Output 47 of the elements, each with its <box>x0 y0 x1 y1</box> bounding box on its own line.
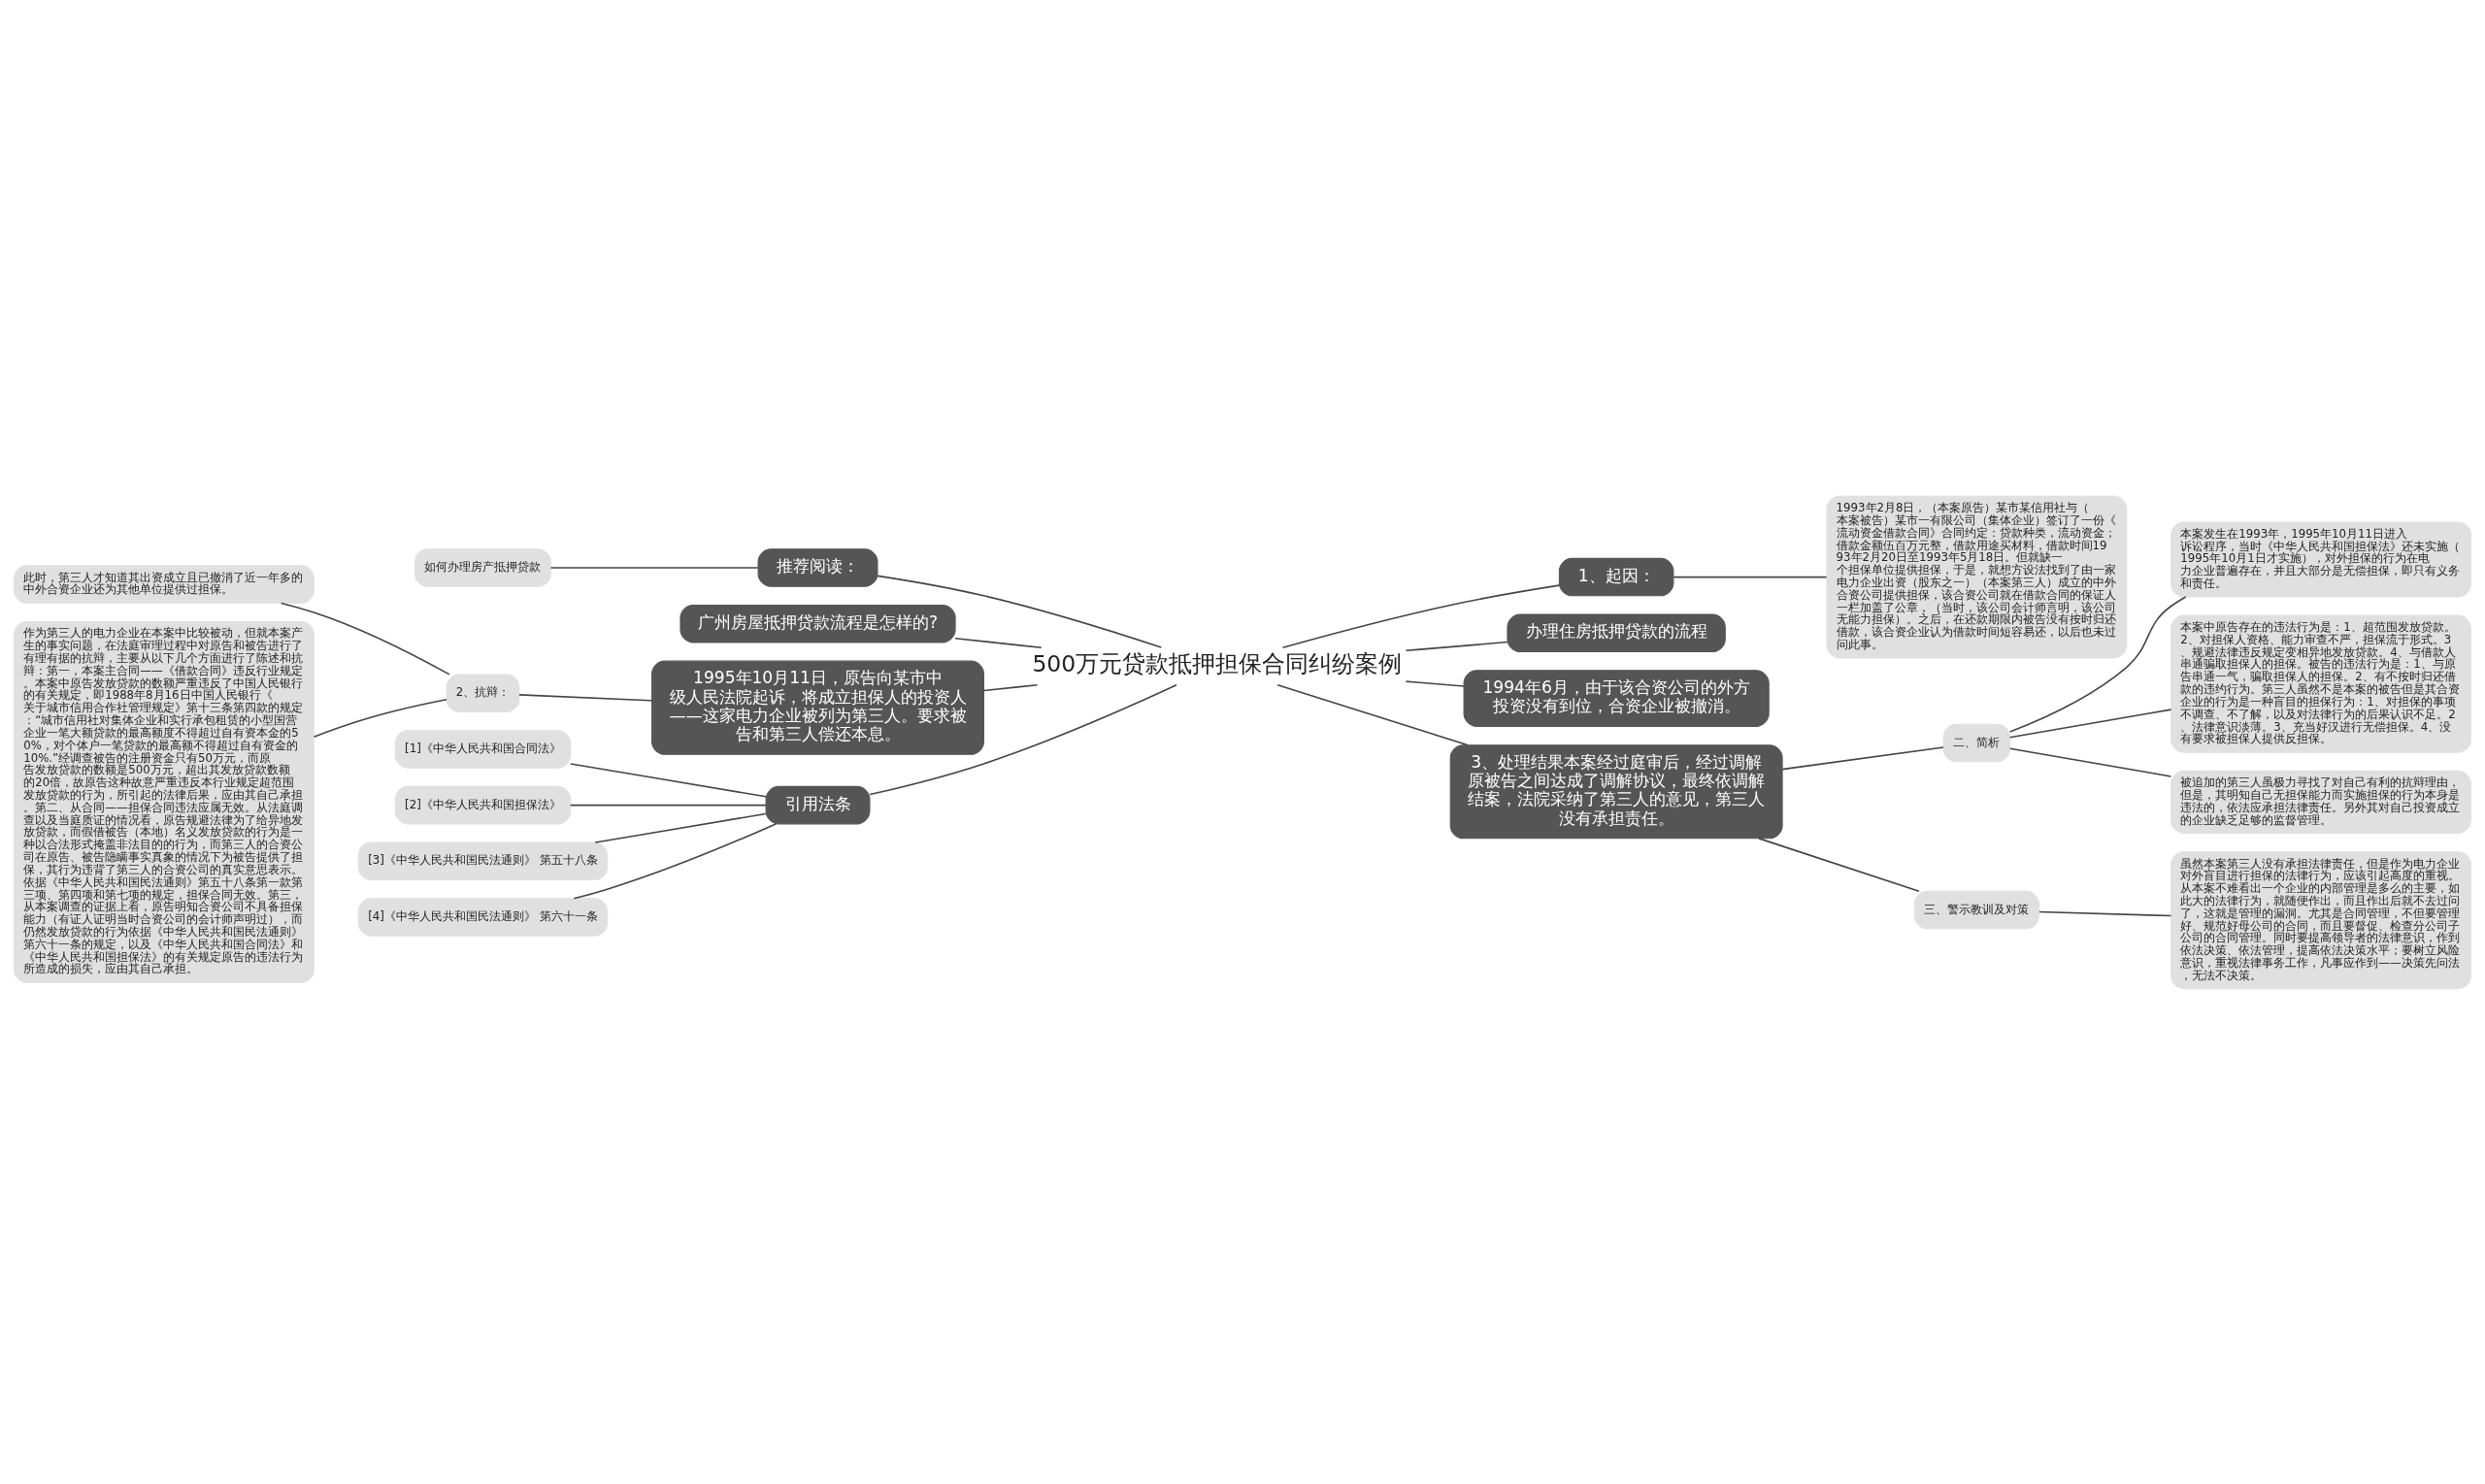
node-box: 办理住房抵押贷款的流程 <box>1507 613 1726 652</box>
node-box: 此时，第三人才知道其出资成立且已撤消了近一年多的中外合资企业还为其他单位提供过担保。 <box>14 564 315 604</box>
connector <box>2038 910 2172 916</box>
node-box: 1995年10月11日，原告向某市中级人民法院起诉，将成立担保人的投资人——这家电力企业被列为第三人。要求被告和第三人偿还本息。 <box>651 660 984 755</box>
node-box: 1、起因： <box>1558 557 1674 596</box>
connector <box>1276 683 1469 745</box>
connector <box>2008 595 2187 733</box>
node-box: 1993年2月8日，（本案原告）某市某信用社与（本案被告）某市一有限公司（集体企业）签订了一份《流动资金借款合同》合同约定：贷款种类，流动资金；借款金额伍百万元整，借款用途买材料，借款时间1993年2月20日至1993年5月18日。但就缺一个担保单位提供担保，于是，就想方设法找到了由一家电力企业出资（股东之一）（本案第三人）成立的中外合资公司提供担保，该合资公司就在借款合同的保证人一栏加盖了公章，（当时，该公司会计师言明，该公司无能力担保）。之后，在还款期限内被告没有按时归还借款，该合资企业认为借款时间短容易还，以后也未过问此事。 <box>1826 495 2128 658</box>
connector <box>1758 837 1920 892</box>
node-box: 广州房屋抵押贷款流程是怎样的? <box>679 604 956 643</box>
connector <box>594 812 767 843</box>
connector <box>1781 745 1944 770</box>
node-box: 二、简析 <box>1942 723 2011 762</box>
connector <box>869 683 1177 795</box>
node-box: 本案发生在1993年，1995年10月11日进入诉讼程序，当时《中华人民共和国担保法》还未实施（1995年10月1日才实施），对外担保的行为在电力企业普遍存在，并且大部分是无偿担保，即只有义务和责任。 <box>2170 520 2471 597</box>
connector <box>280 602 450 676</box>
node-box: [2]《中华人民共和国担保法》 <box>394 785 572 824</box>
connector <box>569 762 767 798</box>
connector <box>1405 679 1465 687</box>
node-box: 3、处理结果本案经过庭审后，经过调解原被告之间达成了调解协议，最终依调解结案，法院采纳了第三人的意见，第三人没有承担责任。 <box>1449 743 1783 839</box>
connector <box>877 575 1163 648</box>
node-box: 引用法条 <box>765 785 871 824</box>
connector <box>573 822 777 900</box>
node-box: 三、警示教训及对策 <box>1913 890 2039 929</box>
connector <box>1405 641 1508 651</box>
node-box: 1994年6月，由于该合资公司的外方投资没有到位，合资企业被撤消。 <box>1463 669 1770 727</box>
connector <box>2008 708 2172 739</box>
node-box: 本案中原告存在的违法行为是：1、超范围发放贷款。2、对担保人资格、能力审查不严，担保流于形式。3、规避法律违反规定变相异地发放贷款。4、与借款人串通骗取担保人的担保。被告的违法行为是：1、与原告串通一气，骗取担保人的担保。2、有不按时归还借款的违约行为。第三人虽然不是本案的被告但是其合资企业的行为是一种盲目的担保行为：1、对担保的事项不调查、不了解，以及对法律行为的后果认识不足。2、法律意识淡薄。3、充当好汉进行无偿担保。4、没有要求被担保人提供反担保。 <box>2170 614 2471 753</box>
node-box: 如何办理房产抵押贷款 <box>414 547 551 587</box>
node-text: 500万元贷款抵押担保合同纠纷案例 <box>1032 649 1403 677</box>
node-box: 2、抗辩： <box>446 674 520 712</box>
connector <box>2008 746 2172 777</box>
node-box: [4]《中华人民共和国民法通则》 第六十一条 <box>357 897 609 937</box>
node-box: [3]《中华人民共和国民法通则》 第五十八条 <box>357 841 609 880</box>
connector <box>954 637 1043 648</box>
connector <box>313 698 447 738</box>
connector <box>518 693 653 702</box>
node-box: 作为第三人的电力企业在本案中比较被动，但就本案产生的事实问题，在法庭审理过程中对原告和被告进行了有理有据的抗辩，主要从以下几个方面进行了陈述和抗辩：第一，本案主合同——《借款合同》违反行业规定。本案中原告发放贷款的数额严重违反了中国人民银行的有关规定，即1988年8月16日中国人民银行《关于城市信用合作社管理规定》第十三条第四款的规定：“城市信用社对集体企业和实行承包租赁的小型国营企业一笔大额贷款的最高额度不得超过自有资本金的50%，对个体户一笔贷款的最高额不得超过自有资金的10%.”经调查被告的注册资金只有50万元，而原告发放贷款的数额是500万元，超出其发放贷款数额的20倍，故原告这种故意严重违反本行业规定超范围发放贷款的行为，所引起的法律后果，应由其自己承担。第二、从合同——担保合同违法应属无效。从法庭调查以及当庭质证的情况看，原告规避法律为了给异地发放贷款，而假借被告（本地）名义发放贷款的行为是一种以合法形式掩盖非法目的的行为，而第三人的合资公司在原告、被告隐瞒事实真象的情况下为被告提供了担保，其行为违背了第三人的合资公司的真实意思表示。依据《中华人民共和国民法通则》第五十八条第一款第三项、第四项和第七项的规定，担保合同无效。第三，从本案调查的证据上看，原告明知合资公司不具备担保能力（有证人证明当时合资公司的会计师声明过），而仍然发放贷款的行为依据《中华人民共和国民法通则》第六十一条的规定，以及《中华人民共和国合同法》和《中华人民共和国担保法》的有关规定原告的违法行为所造成的损失，应由其自己承担。 <box>14 620 315 983</box>
node-box: 推荐阅读： <box>757 547 878 587</box>
connector <box>549 566 759 569</box>
connector <box>569 804 767 806</box>
connector <box>1281 583 1560 648</box>
connector <box>982 683 1039 691</box>
connector <box>1673 576 1828 577</box>
node-box: 被追加的第三人虽极力寻找了对自己有利的抗辩理由，但是，其明知自己无担保能力而实施担保的行为本身是违法的，依法应承担法律责任。另外其对自己投资成立的企业缺乏足够的监督管理。 <box>2170 770 2471 834</box>
node-box: 虽然本案第三人没有承担法律责任，但是作为电力企业对外盲目进行担保的法律行为，应该引起高度的重视。从本案不难看出一个企业的内部管理是多么的主要，如此大的法律行为，就随便作出，而且作出后就不去过问了，这就是管理的漏洞。尤其是合同管理，不但要管理好、规范好母公司的合同，而且要督促、检查分公司子公司的合同管理。同时要提高领导者的法律意识，作到依法决策、依法管理，提高依法决策水平；要树立风险意识，重视法律事务工作，凡事应作到——决策先问法，无法不决策。 <box>2170 850 2471 989</box>
node-box: [1]《中华人民共和国合同法》 <box>394 729 572 769</box>
